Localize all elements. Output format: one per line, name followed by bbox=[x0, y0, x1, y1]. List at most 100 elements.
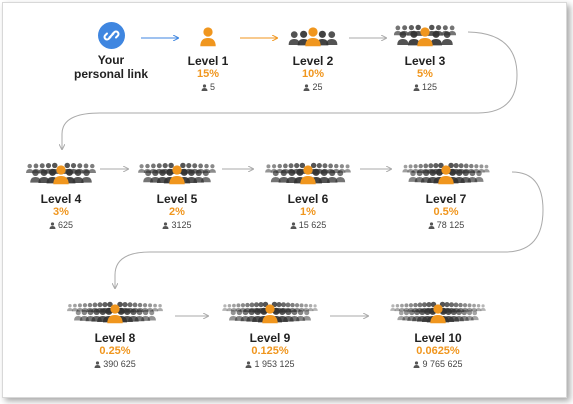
crowd-icon bbox=[393, 24, 457, 47]
crowd-person bbox=[326, 31, 338, 45]
level-label: Level 8 bbox=[94, 331, 136, 345]
crowd-person bbox=[430, 30, 443, 46]
level-count-value: 125 bbox=[421, 82, 438, 92]
level-node-1: Level 1 15% 5 bbox=[153, 22, 263, 93]
level-count: 25 bbox=[258, 81, 368, 93]
level-count-value: 625 bbox=[57, 220, 74, 230]
level-label: Level 1 bbox=[187, 54, 229, 68]
crowd-person bbox=[81, 169, 92, 183]
crowd-person bbox=[312, 304, 318, 311]
level-count-value: 3125 bbox=[171, 220, 192, 230]
level-node-8: Level 8 0.25% 390 625 bbox=[60, 299, 170, 370]
crowd-person bbox=[26, 163, 34, 173]
level-count: 625 bbox=[6, 219, 116, 231]
crowd-icon bbox=[390, 301, 486, 324]
crowd-person bbox=[222, 304, 228, 311]
level-label: Level 7 bbox=[425, 192, 467, 206]
crowd-leader bbox=[417, 27, 433, 47]
crowd-person bbox=[394, 304, 401, 312]
crowd-leader bbox=[262, 304, 278, 324]
level-count: 9 765 625 bbox=[383, 358, 493, 370]
level-count-value: 9 765 625 bbox=[422, 359, 463, 369]
level-count: 78 125 bbox=[391, 219, 501, 231]
level-node-6: Level 6 1% 15 625 bbox=[253, 160, 363, 231]
crowd-person bbox=[307, 304, 314, 312]
level-label: Level 10 bbox=[414, 331, 462, 345]
crowd-icon bbox=[26, 162, 96, 185]
crowd-person bbox=[344, 164, 351, 173]
crowd-leader bbox=[438, 165, 454, 185]
level-label: Level 2 bbox=[292, 54, 334, 68]
person-icon bbox=[94, 359, 101, 368]
level-label: Level 3 bbox=[404, 54, 446, 68]
level-percent: 0.125% bbox=[251, 345, 289, 357]
crowd-icon bbox=[67, 301, 163, 324]
level-count-value: 390 625 bbox=[103, 359, 136, 369]
person-icon bbox=[413, 82, 420, 91]
crowd-leader bbox=[169, 165, 185, 185]
level-node-10: Level 10 0.0625% 9 765 625 bbox=[383, 299, 493, 370]
personal-link-label: Your personal link bbox=[73, 53, 149, 81]
person-icon bbox=[201, 82, 208, 91]
crowd-person bbox=[298, 303, 305, 312]
level-percent: 0.5% bbox=[433, 206, 459, 218]
personal-link[interactable]: Your personal link bbox=[73, 22, 149, 81]
crowd-icon bbox=[200, 27, 216, 47]
crowd-leader bbox=[305, 27, 321, 47]
person-icon bbox=[49, 220, 56, 229]
link-icon[interactable] bbox=[97, 22, 125, 49]
level-label: Level 9 bbox=[249, 331, 291, 345]
crowd-person bbox=[335, 170, 346, 183]
level-percent: 0.25% bbox=[99, 345, 131, 357]
level-count-value: 25 bbox=[312, 82, 323, 92]
crowd-person bbox=[441, 31, 453, 45]
crowd-person bbox=[151, 303, 159, 312]
crowd-person bbox=[30, 169, 41, 183]
level-percent: 5% bbox=[417, 68, 433, 80]
crowd-person bbox=[138, 164, 146, 173]
level-percent: 10% bbox=[301, 68, 325, 80]
crowd-leader bbox=[200, 27, 216, 47]
level-count: 3125 bbox=[122, 219, 232, 231]
crowd-icon bbox=[222, 301, 318, 324]
crowd-icon bbox=[265, 162, 351, 185]
crowd-leader bbox=[430, 304, 446, 324]
level-node-3: Level 3 5% 125 bbox=[370, 22, 480, 93]
crowd-leader bbox=[107, 304, 123, 324]
level-node-5: Level 5 2% 3125 bbox=[122, 160, 232, 231]
crowd-person bbox=[402, 164, 409, 173]
person-icon bbox=[428, 220, 435, 229]
level-percent: 1% bbox=[300, 206, 316, 218]
level-count-value: 15 625 bbox=[298, 220, 327, 230]
crowd-person bbox=[414, 170, 425, 183]
person-icon bbox=[162, 220, 169, 229]
level-percent: 15% bbox=[196, 68, 220, 80]
crowd-person bbox=[157, 304, 163, 312]
level-count: 5 bbox=[153, 81, 263, 93]
person-icon bbox=[290, 220, 297, 229]
crowd-person bbox=[397, 31, 409, 45]
crowd-person bbox=[265, 164, 272, 173]
crowd-person bbox=[67, 304, 73, 312]
level-label: Level 6 bbox=[287, 192, 329, 206]
level-node-2: Level 2 10% 25 bbox=[258, 22, 368, 93]
crowd-person bbox=[270, 170, 281, 183]
person-icon bbox=[245, 359, 252, 368]
crowd-person bbox=[226, 304, 233, 312]
referral-diagram-frame bbox=[2, 2, 567, 398]
level-count-value: 78 125 bbox=[436, 220, 465, 230]
level-percent: 3% bbox=[53, 206, 69, 218]
crowd-person bbox=[483, 164, 490, 173]
level-count-value: 1 953 125 bbox=[254, 359, 295, 369]
arrow-level3-to-level4 bbox=[62, 31, 518, 149]
level-percent: 0.0625% bbox=[416, 345, 460, 357]
crowd-person bbox=[288, 31, 300, 45]
level-node-7: Level 7 0.5% 78 125 bbox=[391, 160, 501, 231]
level-label: Level 5 bbox=[156, 192, 198, 206]
crowd-icon bbox=[402, 162, 490, 185]
crowd-person bbox=[475, 304, 482, 312]
crowd-person bbox=[407, 30, 420, 46]
level-count: 15 625 bbox=[253, 219, 363, 231]
level-count: 125 bbox=[370, 81, 480, 93]
